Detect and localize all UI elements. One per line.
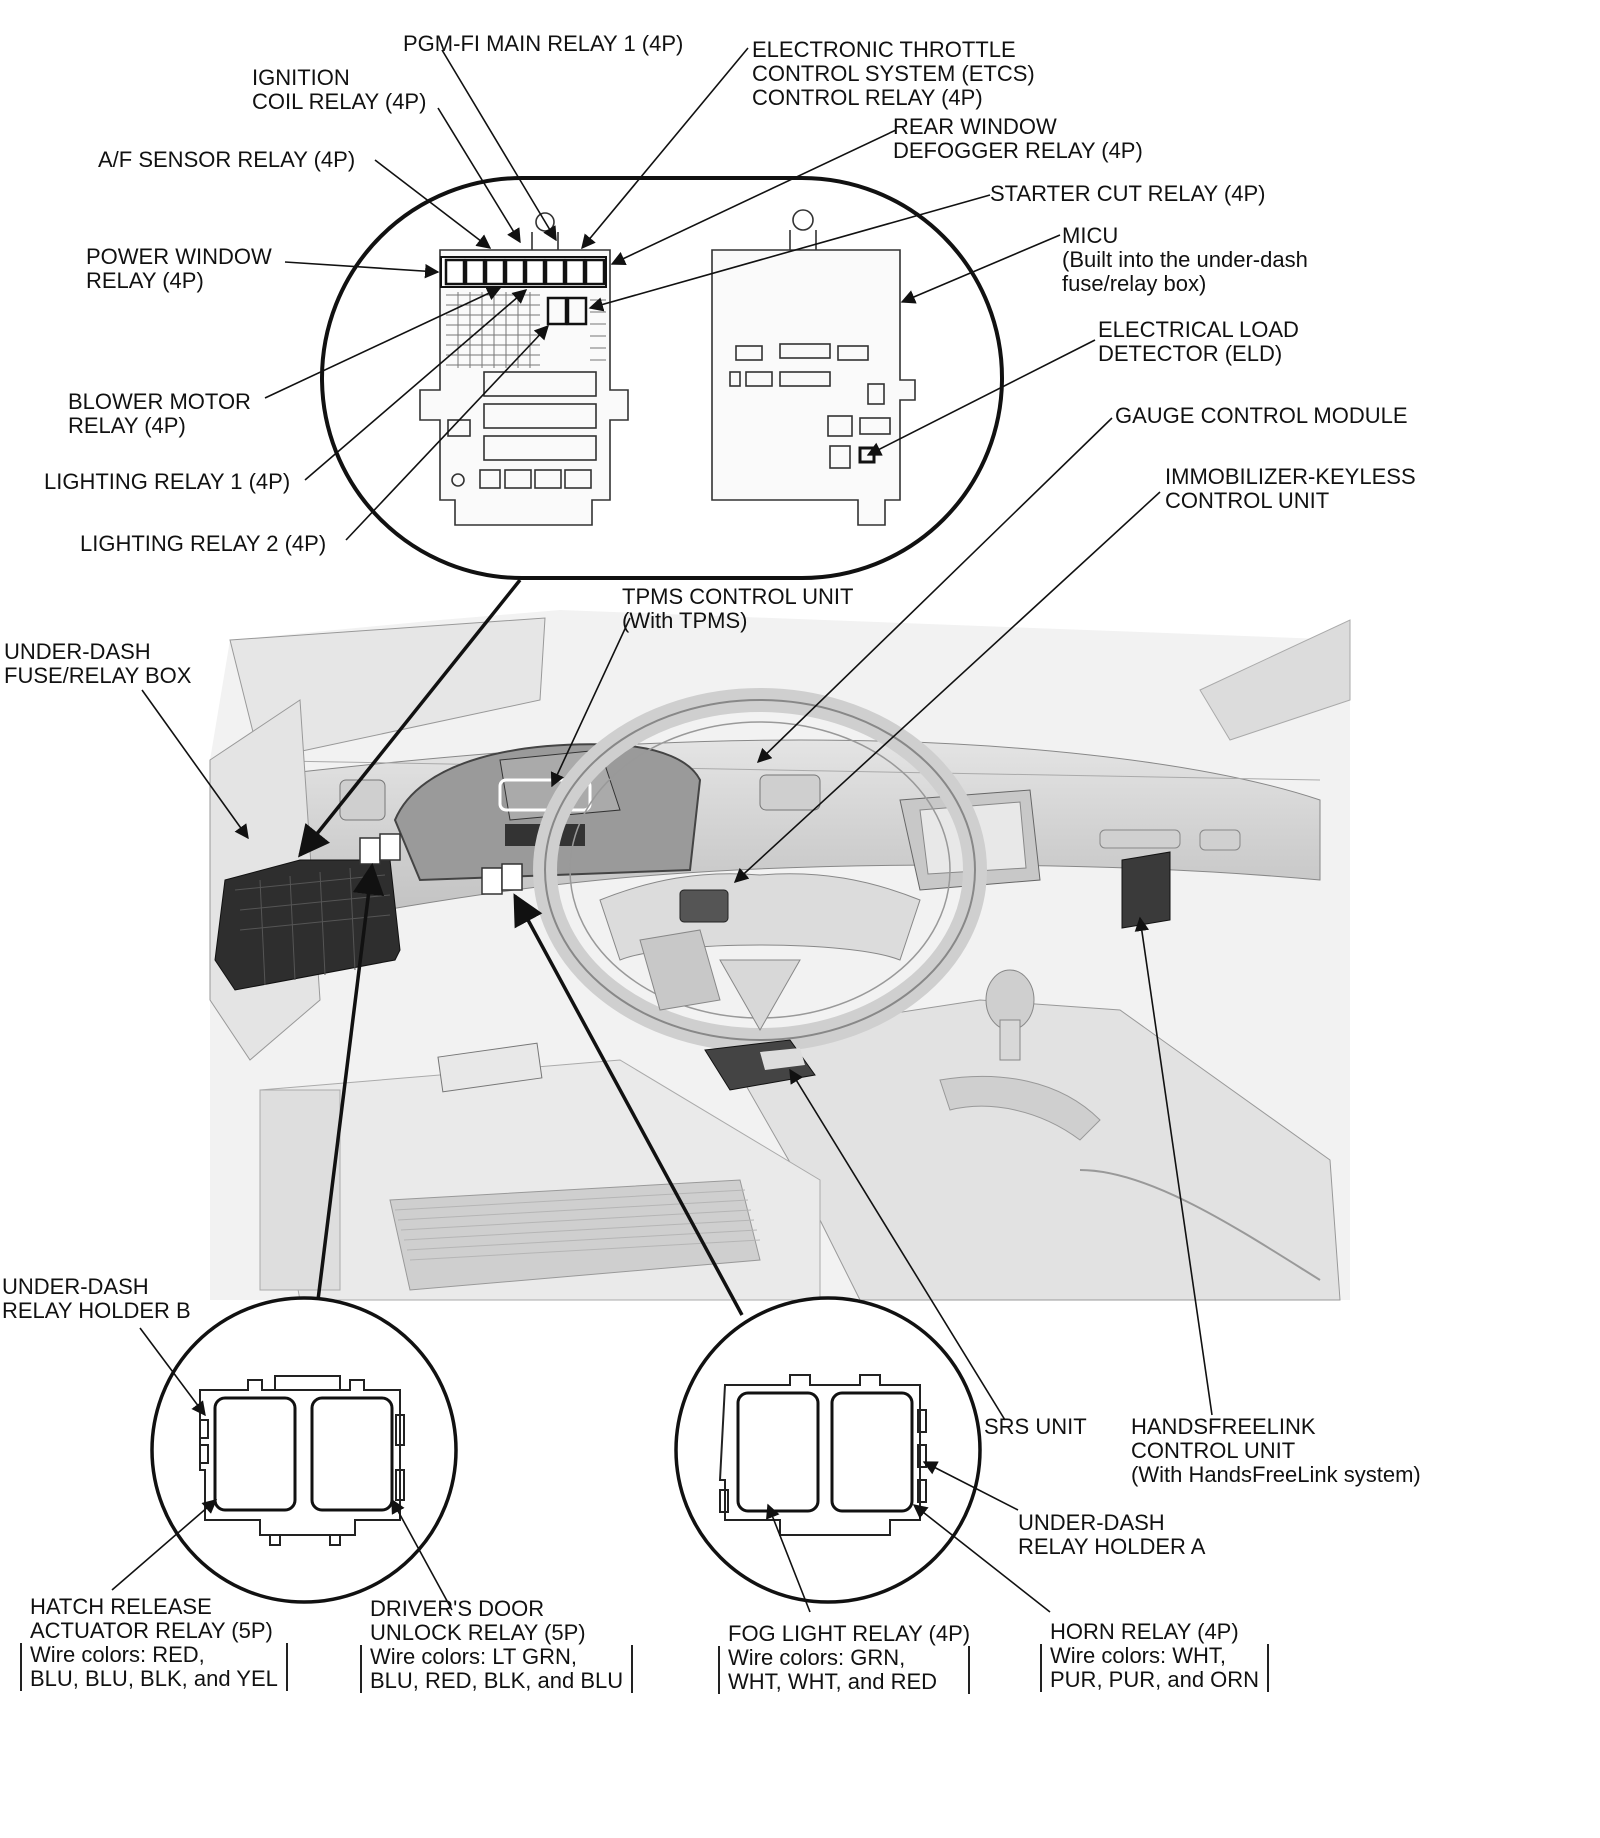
hatch-wire-colors: Wire colors: RED,BLU, BLU, BLK, and YEL: [20, 1643, 288, 1691]
label-lighting-relay-2: LIGHTING RELAY 2 (4P): [80, 531, 327, 556]
horn-wire-colors: Wire colors: WHT,PUR, PUR, and ORN: [1040, 1644, 1270, 1692]
label-horn-relay: HORN RELAY (4P) Wire colors: WHT,PUR, PU…: [1040, 1620, 1270, 1692]
fog-light-wire-colors: Wire colors: GRN,WHT, WHT, and RED: [718, 1646, 971, 1694]
label-lighting-relay-1: LIGHTING RELAY 1 (4P): [44, 469, 291, 494]
leader-lines: [111, 47, 1213, 1613]
relay-holder-b-inset: [150, 1296, 458, 1604]
driver-door-wire-colors: Wire colors: LT GRN,BLU, RED, BLK, and B…: [360, 1645, 634, 1693]
relay-holder-a-inset: [674, 1296, 982, 1604]
label-gauge-control-module: GAUGE CONTROL MODULE: [1115, 403, 1408, 428]
micu-box-drawing: [711, 209, 916, 526]
relay-holder-a-drawing: [481, 863, 523, 895]
inset-connector-lines: [298, 578, 744, 1316]
label-pgmfi-main-relay-1: PGM-FI MAIN RELAY 1 (4P): [403, 31, 684, 56]
fuse-box-inset: [320, 176, 1004, 580]
relay-holder-b-drawing: [359, 833, 401, 865]
label-fog-light-relay: FOG LIGHT RELAY (4P) Wire colors: GRN,WH…: [718, 1622, 971, 1694]
label-af-sensor-relay: A/F SENSOR RELAY (4P): [98, 147, 356, 172]
label-srs-unit: SRS UNIT: [984, 1414, 1087, 1439]
label-starter-cut-relay: STARTER CUT RELAY (4P): [990, 181, 1266, 206]
underdash-fuse-box-drawing: [419, 212, 629, 526]
car-interior-drawing: [209, 610, 1351, 1301]
label-tpms-control-unit: TPMS CONTROL UNIT(With TPMS): [622, 584, 854, 633]
